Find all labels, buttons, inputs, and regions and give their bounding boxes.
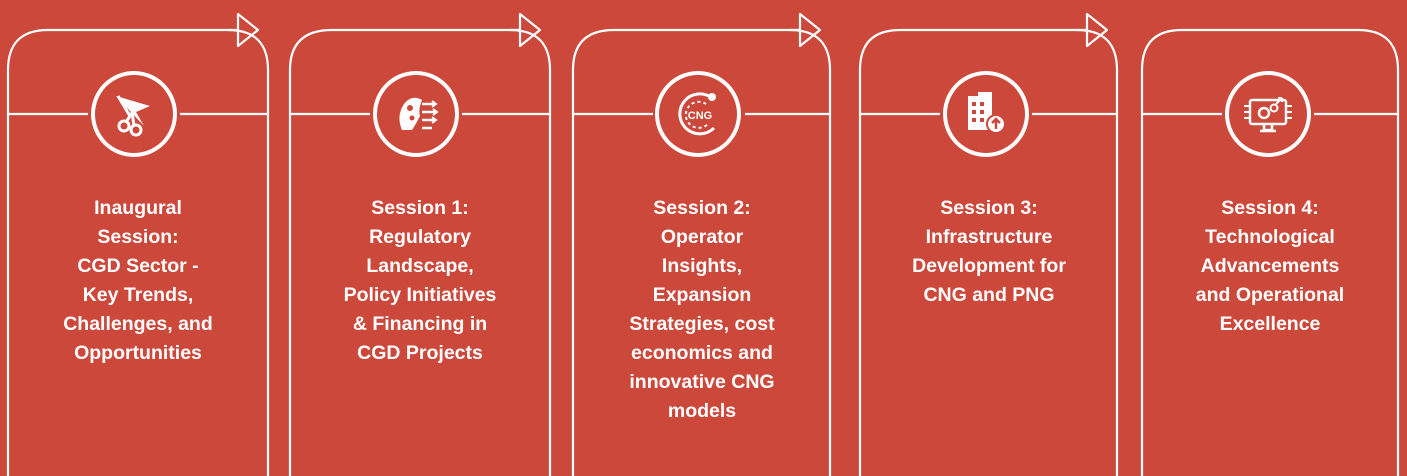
- card-outline-1: [6, 28, 270, 476]
- arrow-2: [510, 12, 542, 48]
- card-outline-4: [858, 28, 1119, 476]
- cng-icon: CNG: [655, 71, 741, 157]
- card-outline-3: [571, 28, 832, 476]
- session-title-4: Session 4: Technological Advancements an…: [1195, 197, 1345, 335]
- infrastructure-building-icon: [943, 71, 1029, 157]
- technology-monitor-icon: [1225, 71, 1311, 157]
- arrow-1: [228, 12, 260, 48]
- svg-text:CNG: CNG: [688, 110, 712, 122]
- session-title-3: Session 3: Infrastructure Development fo…: [912, 197, 1066, 306]
- card-outline-5: [1140, 28, 1400, 476]
- session-title-inaugural: Inaugural Session: CGD Sector - Key Tren…: [63, 197, 213, 364]
- arrow-3: [790, 12, 822, 48]
- session-title-2: Session 2: Operator Insights, Expansion …: [629, 197, 775, 422]
- card-outline-2: [288, 28, 552, 476]
- ribbon-cutting-icon: [91, 71, 177, 157]
- session-title-1: Session 1: Regulatory Landscape, Policy …: [343, 197, 497, 364]
- arrow-4: [1077, 12, 1109, 48]
- policy-brain-icon: [373, 71, 459, 157]
